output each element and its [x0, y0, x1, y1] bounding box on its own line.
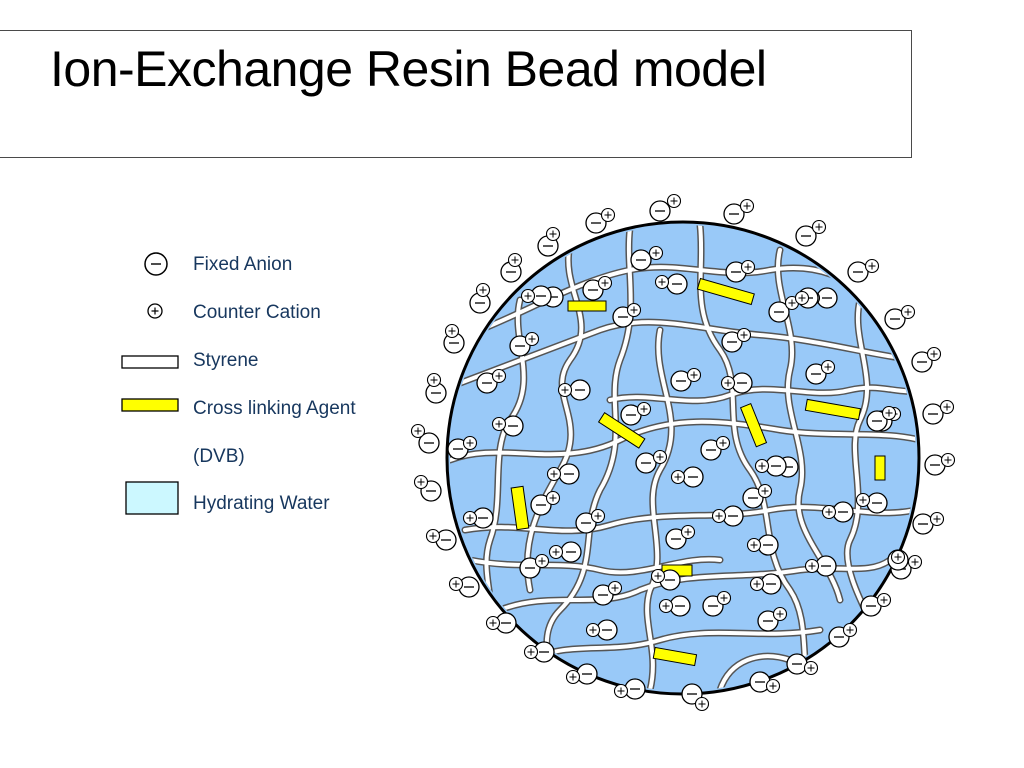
styrene-chain — [845, 298, 872, 622]
styrene-chain — [698, 225, 812, 691]
fixed-anion-icon — [144, 252, 168, 276]
styrene-chain — [645, 328, 674, 691]
title-box — [0, 30, 912, 158]
styrene-swatch — [121, 355, 179, 369]
styrene-chains — [450, 225, 916, 691]
legend-label-dvb: (DVB) — [193, 446, 245, 467]
cross-linking-agent-swatch — [121, 398, 179, 412]
hydrating-water-swatch — [125, 481, 179, 515]
legend-label-styrene: Styrene — [193, 350, 259, 371]
ion-pairs — [410, 193, 956, 712]
styrene-chain — [450, 419, 916, 462]
legend-label-hydrating-water: Hydrating Water — [193, 493, 330, 514]
legend-label-cross-linking-agent: Cross linking Agent — [193, 398, 356, 419]
styrene-chain — [453, 320, 916, 387]
styrene-chain — [468, 557, 722, 575]
legend-label-counter-cation: Counter Cation — [193, 302, 321, 323]
counter-cation-icon — [147, 303, 163, 319]
legend-label-fixed-anion: Fixed Anion — [193, 254, 293, 275]
styrene-chain — [528, 628, 822, 662]
page-title: Ion-Exchange Resin Bead model — [50, 41, 767, 97]
cross-linking-agents — [510, 277, 886, 667]
styrene-chain — [608, 385, 916, 403]
styrene-chain — [484, 298, 526, 622]
